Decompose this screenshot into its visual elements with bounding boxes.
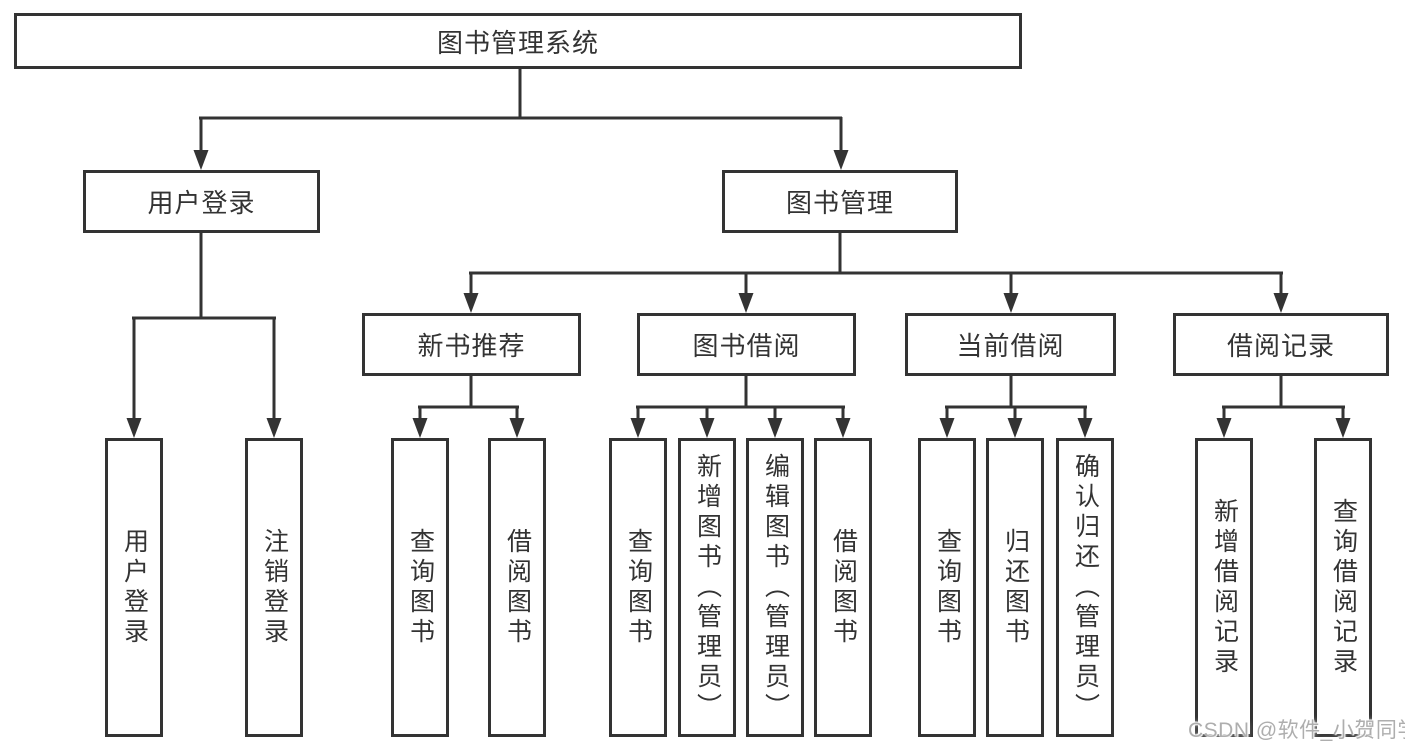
node-borrowing-records: 借阅记录	[1173, 313, 1389, 376]
leaf-label: 查询图书	[624, 527, 653, 648]
leaf-label: 确认归还（管理员）	[1071, 452, 1100, 723]
node-library-management-system: 图书管理系统	[14, 13, 1022, 69]
node-label: 图书管理系统	[436, 27, 599, 58]
leaf-label: 查询借阅记录	[1329, 497, 1358, 678]
node-label: 借阅记录	[1226, 331, 1335, 361]
node-label: 图书借阅	[692, 331, 801, 361]
leaf-borrow-books: 借阅图书	[814, 438, 872, 737]
node-current-borrowing: 当前借阅	[905, 313, 1116, 376]
leaf-edit-book-admin: 编辑图书（管理员）	[746, 438, 804, 737]
leaf-logout: 注销登录	[245, 438, 303, 737]
leaf-add-book-admin: 新增图书（管理员）	[678, 438, 736, 737]
node-new-book-recommendation: 新书推荐	[362, 313, 581, 376]
node-book-management: 图书管理	[722, 170, 958, 233]
leaf-label: 借阅图书	[829, 527, 858, 648]
node-label: 用户登录	[147, 188, 256, 218]
leaf-label: 查询图书	[406, 527, 435, 648]
leaf-label: 新增借阅记录	[1210, 497, 1239, 678]
leaf-label: 新增图书（管理员）	[693, 452, 722, 723]
leaf-user-login: 用户登录	[105, 438, 163, 737]
leaf-query-books-borrowing: 查询图书	[609, 438, 667, 737]
leaf-borrow-books-recommend: 借阅图书	[488, 438, 546, 737]
leaf-label: 查询图书	[933, 527, 962, 648]
leaf-label: 用户登录	[120, 527, 149, 648]
node-label: 当前借阅	[956, 331, 1065, 361]
leaf-label: 注销登录	[260, 527, 289, 648]
leaf-label: 借阅图书	[503, 527, 532, 648]
node-label: 新书推荐	[417, 331, 526, 361]
leaf-add-borrow-record: 新增借阅记录	[1195, 438, 1253, 737]
leaf-label: 编辑图书（管理员）	[761, 452, 790, 723]
node-label: 图书管理	[785, 188, 894, 218]
leaf-query-borrow-record: 查询借阅记录	[1314, 438, 1372, 737]
node-user-login: 用户登录	[83, 170, 320, 233]
leaf-confirm-return-admin: 确认归还（管理员）	[1056, 438, 1114, 737]
leaf-label: 归还图书	[1001, 527, 1030, 648]
leaf-query-books-current: 查询图书	[918, 438, 976, 737]
leaf-return-books: 归还图书	[986, 438, 1044, 737]
csdn-watermark: CSDN @软件_小贺同学	[1188, 719, 1405, 742]
leaf-query-books-recommend: 查询图书	[391, 438, 449, 737]
node-book-borrowing: 图书借阅	[637, 313, 856, 376]
